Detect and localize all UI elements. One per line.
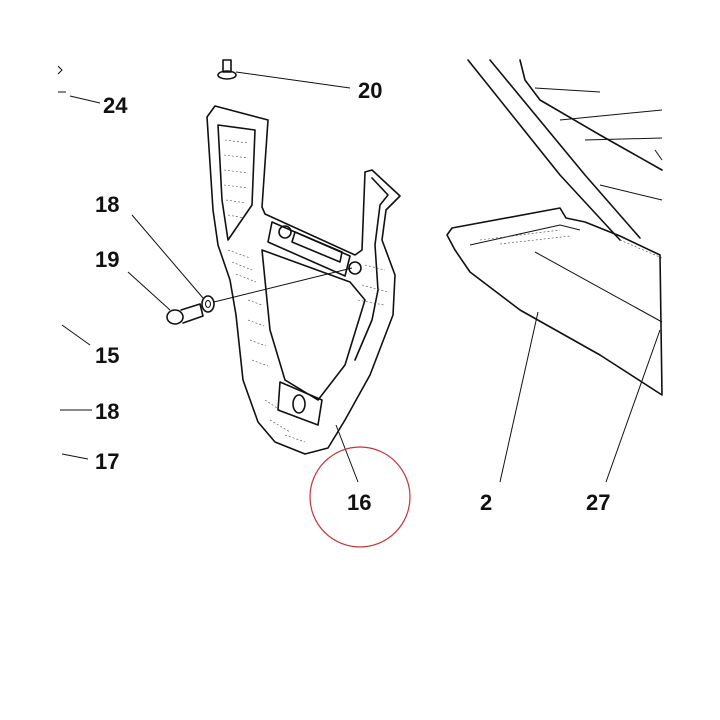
bolt-20[interactable] [217,59,351,89]
leader-2 [499,311,539,483]
leader-24 [69,95,101,104]
callout-18-top[interactable]: 18 [95,192,119,217]
callout-2[interactable]: 2 [480,490,492,515]
callout-16[interactable]: 16 [347,490,371,515]
callout-19[interactable]: 19 [95,247,119,272]
callout-24[interactable]: 24 [103,93,128,118]
highlight-circle [309,446,411,548]
callout-17[interactable]: 17 [95,449,119,474]
washer-18[interactable] [201,295,215,313]
leader-19 [127,271,171,311]
upper-frame [467,59,663,259]
bracket-part-16[interactable] [206,105,401,455]
callout-18-bottom[interactable]: 18 [95,399,119,424]
assembly-line [213,267,353,303]
leader-15 [61,324,91,346]
callout-15[interactable]: 15 [95,343,119,368]
callout-20[interactable]: 20 [358,78,382,103]
leader-27 [605,329,661,483]
leader-17 [61,453,89,460]
callout-27[interactable]: 27 [586,490,610,515]
panel-part-2[interactable] [446,207,663,396]
screw-19[interactable] [166,303,204,325]
left-edge-fragments [57,65,66,93]
leader-16 [335,424,359,483]
leader-18-top [131,214,204,299]
